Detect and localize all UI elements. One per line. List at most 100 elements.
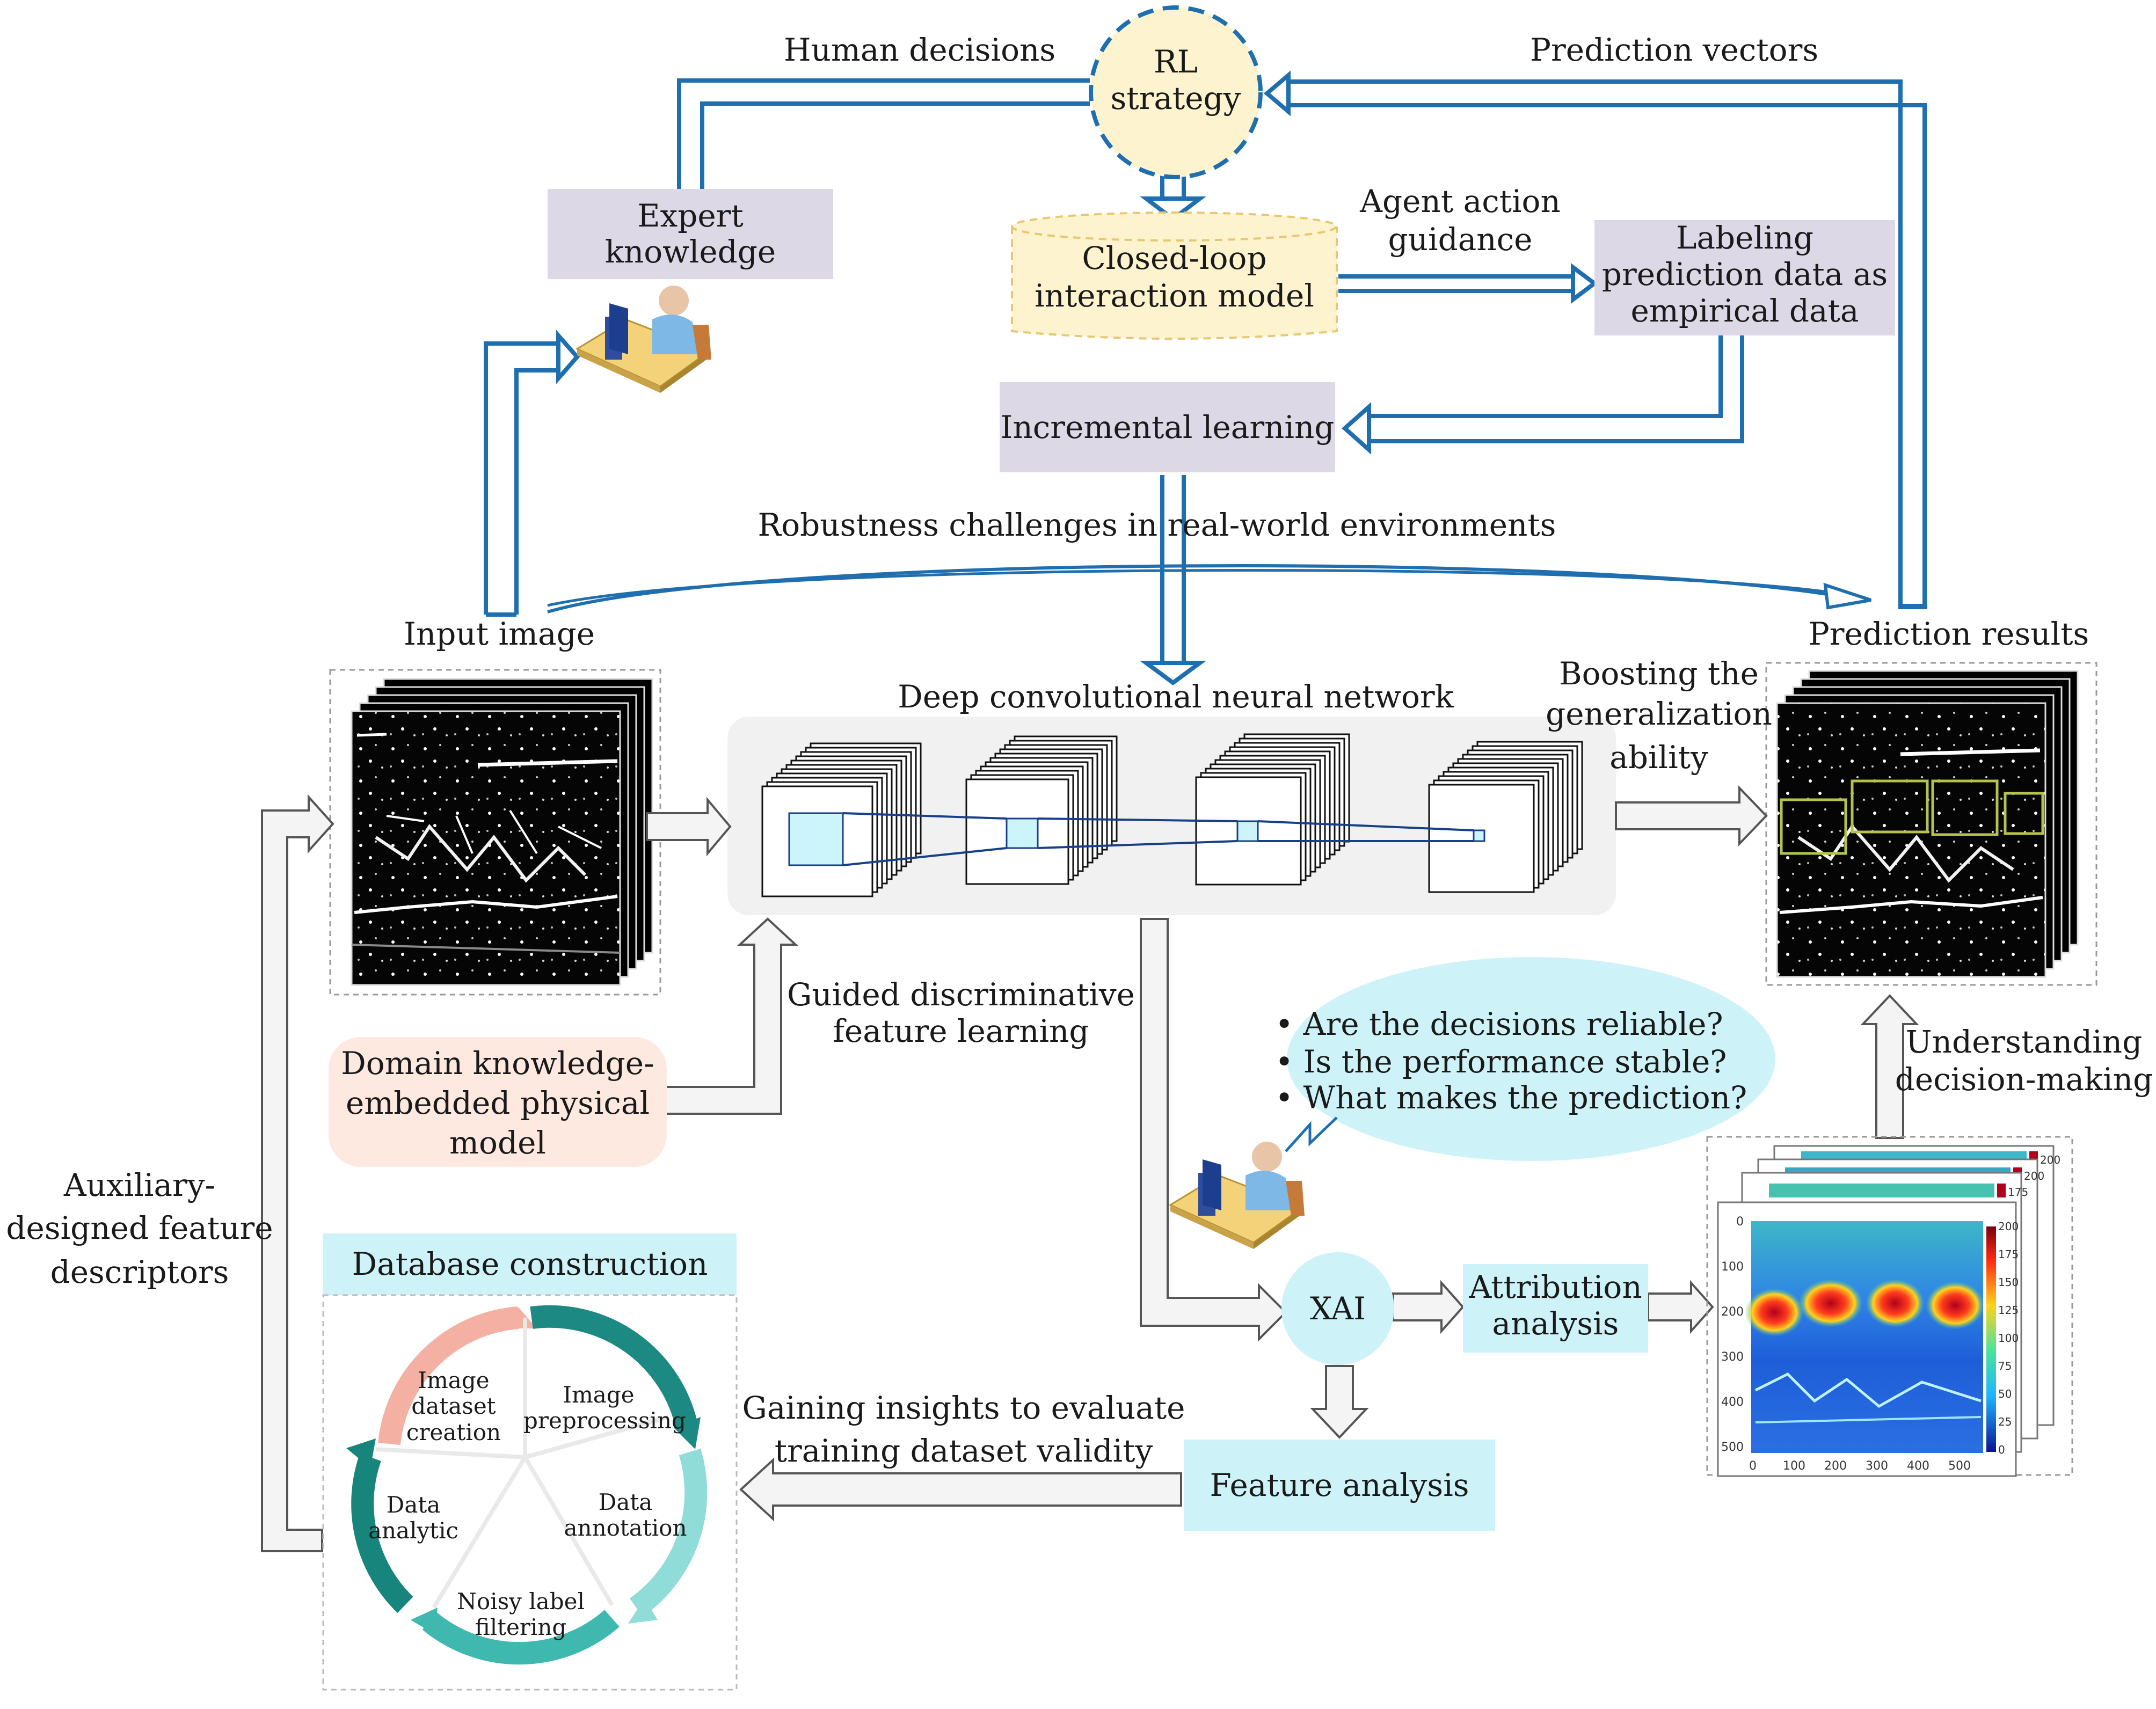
database-cycle	[346, 1305, 708, 1665]
heatmap-x-tick: 300	[1866, 1459, 1888, 1473]
prediction-results-label: Prediction results	[1808, 616, 2089, 652]
domain-label-2: embedded physical	[345, 1085, 650, 1121]
boosting-label-2: generalization	[1546, 696, 1772, 732]
guided-label-2: feature learning	[833, 1013, 1089, 1049]
database-title: Database construction	[352, 1246, 708, 1283]
understanding-label-2: decision-making	[1895, 1061, 2153, 1098]
rl-label-1: RL	[1153, 43, 1198, 80]
closed-loop-label-1: Closed-loop	[1082, 240, 1267, 276]
dcnn-panel	[727, 717, 1616, 915]
attribution-box	[1463, 1264, 1648, 1353]
back-colorbar-tick: 175	[2008, 1186, 2028, 1199]
xai-node	[1281, 1252, 1394, 1365]
input-image-label: Input image	[403, 616, 595, 652]
colorbar-tick: 150	[1998, 1276, 2019, 1289]
heatmap-y-tick: 300	[1721, 1350, 1744, 1364]
gaining-label-1: Gaining insights to evaluate	[742, 1390, 1185, 1426]
robustness-label: Robustness challenges in real-world envi…	[757, 507, 1556, 543]
attribution-label-1: Attribution	[1469, 1269, 1642, 1305]
agent-action-label-1: Agent action	[1360, 183, 1561, 220]
domain-model-box	[329, 1037, 667, 1167]
input-image-stack	[329, 669, 661, 996]
heatmap-x-tick: 100	[1783, 1459, 1805, 1473]
incremental-learning-label: Incremental learning	[1000, 408, 1335, 445]
labeling-label-3: empirical data	[1630, 293, 1859, 329]
colorbar-tick: 75	[1998, 1360, 2012, 1372]
human-decisions-label: Human decisions	[784, 32, 1056, 68]
domain-label-3: model	[449, 1124, 546, 1161]
boosting-label-1: Boosting the	[1559, 655, 1759, 692]
agent-action-label-2: guidance	[1388, 221, 1533, 258]
labeling-label-1: Labeling	[1676, 220, 1814, 256]
colorbar-tick: 25	[1998, 1415, 2012, 1428]
robustness-arc	[547, 564, 1853, 614]
auxiliary-label-3: descriptors	[50, 1254, 229, 1290]
insights-arrow	[739, 1457, 1182, 1522]
heatmap-y-tick: 400	[1721, 1396, 1744, 1409]
feature-analysis-label: Feature analysis	[1210, 1466, 1469, 1503]
question-prediction: • What makes the prediction?	[1275, 1079, 1747, 1116]
back-colorbar-tick: 200	[2024, 1170, 2044, 1182]
prediction-vectors-label: Prediction vectors	[1530, 32, 1819, 68]
questions-bubble	[1287, 957, 1775, 1161]
expert-knowledge-label: Expert knowledge	[604, 198, 776, 270]
labeling-box	[1594, 220, 1895, 335]
analyst-user-icon	[1168, 1142, 1305, 1249]
colorbar-tick: 125	[1998, 1304, 2019, 1317]
question-stable: • Is the performance stable?	[1275, 1043, 1727, 1080]
heatmap-x-tick: 0	[1749, 1459, 1757, 1473]
feature-analysis-box	[1184, 1440, 1495, 1531]
colorbar-tick: 0	[1998, 1443, 2005, 1456]
dcnn-label: Deep convolutional neural network	[898, 678, 1454, 715]
prediction-vectors-arrow	[1288, 79, 1903, 607]
xai-label: XAI	[1309, 1290, 1366, 1327]
cnn-layer-4	[1428, 741, 1583, 893]
auxiliary-label-2: designed feature	[6, 1210, 273, 1246]
gaining-label-2: training dataset validity	[774, 1433, 1153, 1469]
labeling-label-2: prediction data as	[1601, 256, 1888, 293]
prediction-results-stack	[1765, 662, 2097, 986]
input-to-dcnn-arrow	[646, 797, 732, 857]
dcnn-to-xai-arrow	[1140, 918, 1287, 1342]
cnn-layer-3	[1195, 733, 1350, 886]
attribution-label-2: analysis	[1492, 1305, 1619, 1342]
heatmap-y-tick: 0	[1736, 1215, 1744, 1229]
domain-label-1: Domain knowledge-	[341, 1045, 654, 1082]
understanding-label-1: Understanding	[1905, 1024, 2143, 1060]
auxiliary-descriptors-arrow	[261, 794, 334, 1552]
question-reliable: • Are the decisions reliable?	[1275, 1006, 1723, 1042]
cnn-layer-1	[761, 742, 922, 897]
expert-knowledge-box	[548, 189, 833, 279]
heatmap-x-tick: 500	[1948, 1459, 1971, 1473]
auxiliary-label-1: Auxiliary-	[63, 1167, 216, 1203]
colorbar-tick: 100	[1998, 1332, 2019, 1345]
rl-strategy-node	[1089, 5, 1263, 179]
closed-loop-model	[1011, 211, 1338, 340]
guided-label-1: Guided discriminative	[787, 976, 1135, 1013]
rl-label-2: strategy	[1110, 80, 1241, 116]
database-title-box	[323, 1233, 737, 1295]
colorbar-tick: 200	[1998, 1220, 2019, 1233]
back-colorbar-tick: 200	[2040, 1153, 2060, 1166]
domain-to-dcnn-arrow	[665, 917, 799, 1115]
expert-user-icon	[575, 286, 711, 393]
heatmap-x-tick: 400	[1907, 1459, 1929, 1473]
dcnn-to-prediction-arrow	[1615, 785, 1768, 846]
understanding-arrow	[1860, 994, 1919, 1139]
colorbar-tick: 175	[1998, 1248, 2019, 1261]
heatmap-y-tick: 200	[1721, 1305, 1744, 1319]
closed-loop-label-2: interaction model	[1035, 277, 1314, 314]
incremental-learning-box	[1000, 382, 1335, 472]
colorbar-tick: 50	[1998, 1387, 2012, 1400]
boosting-label-3: ability	[1609, 739, 1708, 776]
human-decisions-arrow	[677, 78, 1090, 189]
heatmap-x-tick: 200	[1824, 1459, 1847, 1473]
